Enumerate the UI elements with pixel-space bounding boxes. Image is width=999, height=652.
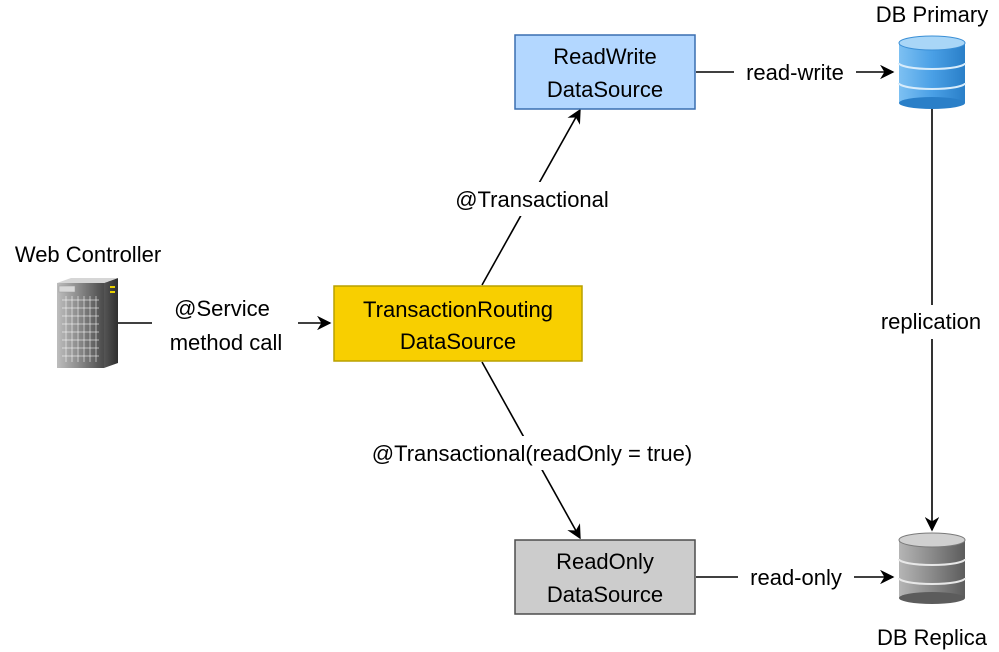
node-db-primary: DB Primary: [876, 2, 988, 109]
routing-datasource-box: [333, 285, 583, 362]
node-db-replica: DB Replica: [877, 532, 988, 650]
node-readwrite-datasource: ReadWrite DataSource: [514, 34, 696, 110]
edge-label-transactional-readwrite: @Transactional: [455, 187, 609, 212]
edge-labels: @Service method call @Transactional @Tra…: [152, 58, 998, 592]
node-readonly-datasource: ReadOnly DataSource: [514, 539, 696, 615]
readwrite-datasource-line2: DataSource: [547, 77, 663, 102]
edge-label-service-call-line2: method call: [170, 330, 283, 355]
database-gray-icon: [898, 532, 966, 604]
readwrite-datasource-line1: ReadWrite: [553, 44, 657, 69]
server-tower-icon: [57, 278, 118, 368]
node-web-controller: Web Controller: [15, 242, 161, 368]
readonly-datasource-box: [514, 539, 696, 615]
web-controller-label: Web Controller: [15, 242, 161, 267]
edge-label-read-only: read-only: [750, 565, 842, 590]
edge-label-replication: replication: [881, 309, 981, 334]
routing-datasource-line1: TransactionRouting: [363, 297, 553, 322]
edge-label-service-call-line1: @Service: [174, 296, 270, 321]
readonly-datasource-line2: DataSource: [547, 582, 663, 607]
db-primary-label: DB Primary: [876, 2, 988, 27]
readonly-datasource-line1: ReadOnly: [556, 549, 654, 574]
db-replica-label: DB Replica: [877, 625, 988, 650]
edge-label-read-write: read-write: [746, 60, 844, 85]
routing-datasource-line2: DataSource: [400, 329, 516, 354]
node-transaction-routing-datasource: TransactionRouting DataSource: [333, 285, 583, 362]
edge-label-transactional-readonly: @Transactional(readOnly = true): [372, 441, 692, 466]
readwrite-datasource-box: [514, 34, 696, 110]
database-blue-icon: [898, 35, 966, 109]
